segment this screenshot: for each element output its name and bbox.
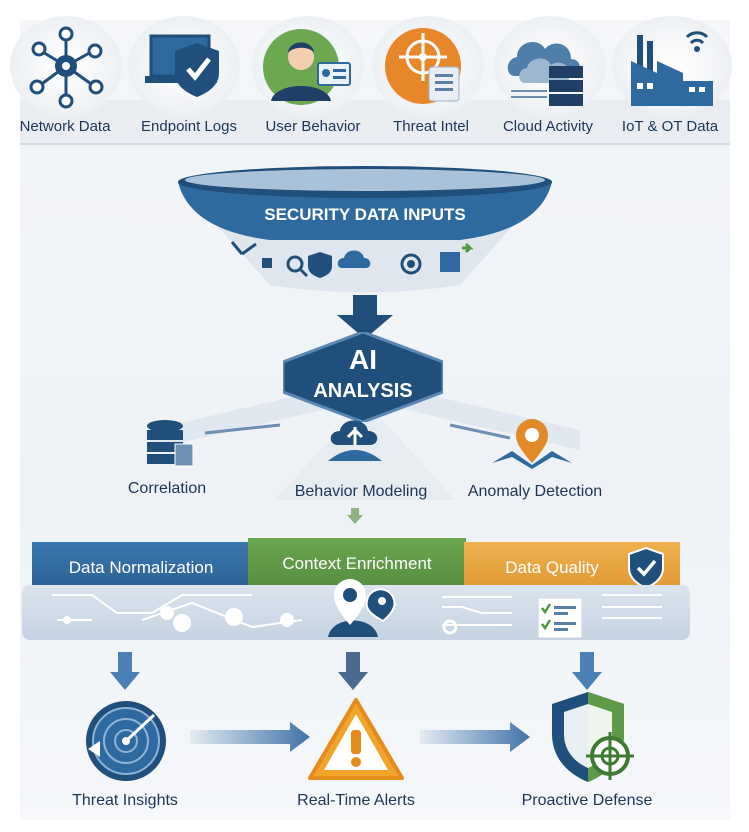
source-label-band [20,100,730,145]
outcome-label-real-time-alerts: Real-Time Alerts [297,792,415,809]
source-label-network: Network Data [19,118,111,135]
source-label-threat: Threat Intel [393,118,469,135]
cloud-network-icon [328,420,382,461]
ai-analysis-hexagon [283,332,443,422]
shield-check-icon [628,546,664,590]
data-flow-lines [52,594,662,635]
arrow-down-icon [337,295,393,339]
outcome-label-proactive-defense: Proactive Defense [521,792,653,809]
analysis-label-correlation: Correlation [127,480,207,497]
funnel-title: SECURITY DATA INPUTS [264,205,466,224]
radar-icon [86,701,166,781]
user-id-icon [252,16,364,116]
block-label: Context Enrichment [282,554,432,573]
outcome-label-threat-insights: Threat Insights [72,792,178,809]
arrow-down-icon [572,652,602,690]
analysis-label: ANALYSIS [313,380,413,402]
source-label-cloud: Cloud Activity [502,118,594,135]
small-arrow-icon [347,508,363,524]
warning-icon [308,698,404,780]
analysis-label-behavior: Behavior Modeling [294,483,428,500]
database-icon [147,420,194,467]
factory-wifi-icon [612,16,732,116]
flow-arrows [190,722,530,752]
shield-target-icon [552,692,634,782]
analysis-label-anomaly: Anomaly Detection [467,483,603,500]
ai-label: AI [349,344,377,375]
source-label-endpoint: Endpoint Logs [141,118,237,135]
funnel [178,166,552,293]
laptop-shield-icon [128,16,240,116]
arrow-down-icon [110,652,140,690]
map-pin-icon [492,419,572,469]
location-pins-icon [328,579,396,637]
funnel-icons [230,241,474,278]
source-label-iot: IoT & OT Data [621,118,719,135]
block-label: Data Normalization [68,558,214,577]
cloud-server-icon [494,16,606,116]
network-icon [10,16,122,116]
checklist-icon [538,598,582,638]
block-label: Data Quality [505,558,599,577]
target-document-icon [372,16,484,116]
source-label-user: User Behavior [265,118,361,135]
arrow-down-icon [338,652,368,690]
